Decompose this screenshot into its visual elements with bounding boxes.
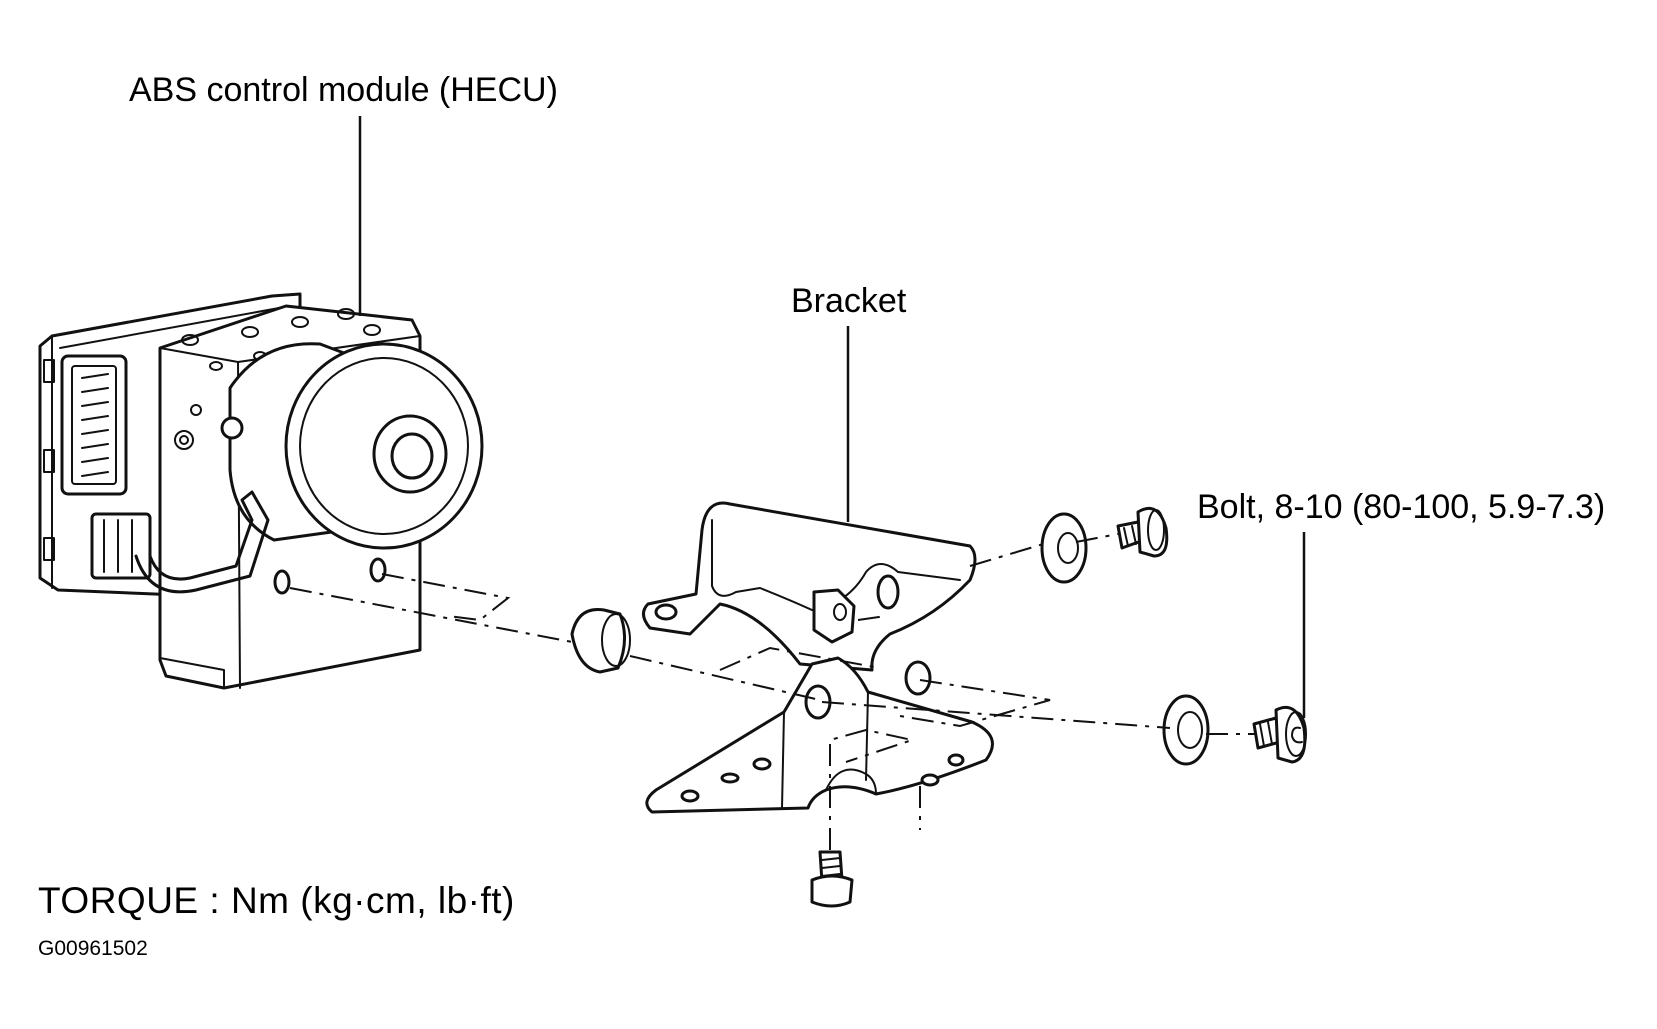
torque-units-note: TORQUE : Nm (kg·cm, lb·ft) <box>38 880 515 921</box>
nut <box>812 588 856 644</box>
bolt-lower-bottom <box>810 850 854 908</box>
bracket-part <box>642 501 994 814</box>
bolt-upper <box>1116 507 1169 558</box>
rubber-grommet <box>570 608 631 674</box>
washer-lower <box>1162 694 1210 766</box>
figure-code: G00961502 <box>38 937 148 960</box>
bracket-label: Bracket <box>791 282 907 320</box>
hecu-module <box>38 292 484 690</box>
hecu-label: ABS control module (HECU) <box>129 71 558 109</box>
electrical-connector <box>60 354 152 580</box>
bolt-lower-right <box>1252 705 1307 764</box>
washer-upper <box>1040 512 1088 584</box>
pump-motor <box>220 342 484 550</box>
bolt-label: Bolt, 8-10 (80-100, 5.9-7.3) <box>1197 488 1606 526</box>
assembly-lines <box>289 533 1256 850</box>
